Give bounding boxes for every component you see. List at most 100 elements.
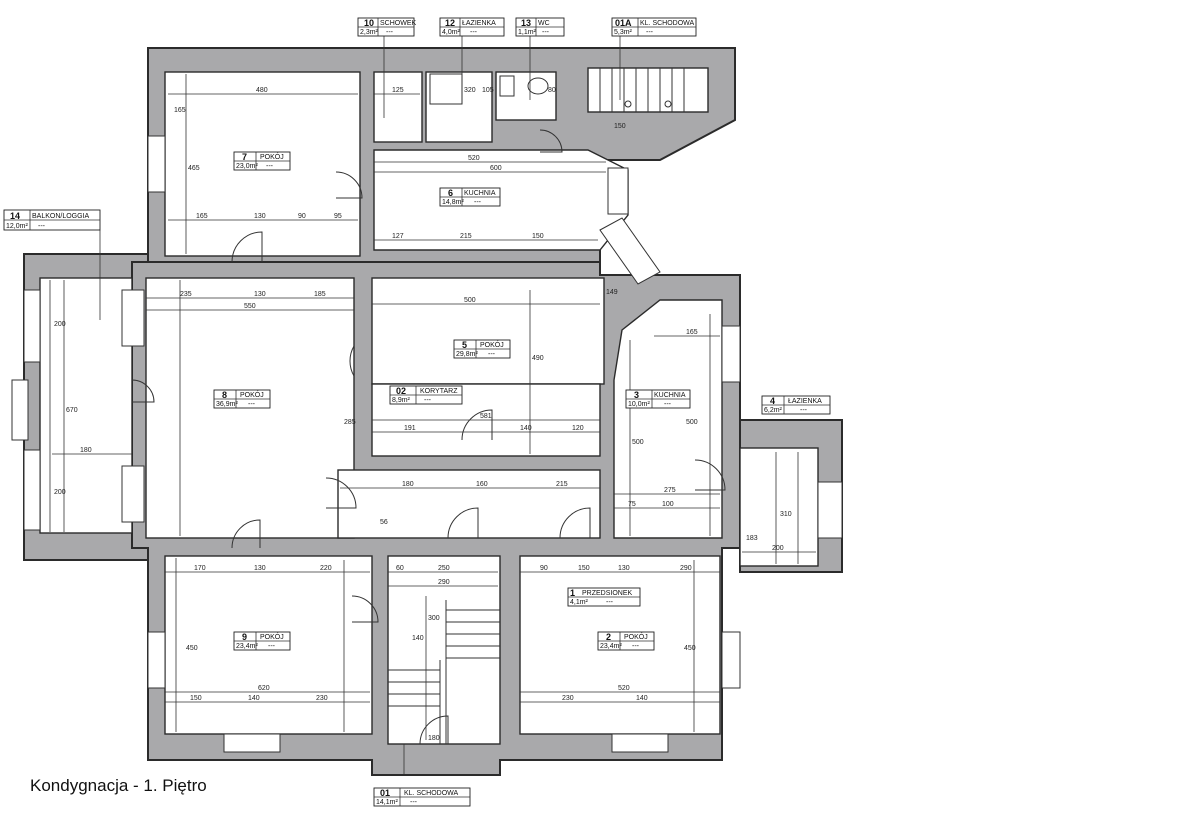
dim-500c: 500 — [686, 419, 698, 426]
window-bath4 — [817, 481, 843, 539]
room-label-14: 14 BALKON/LOGGIA 12,0m² --- — [3, 209, 101, 231]
svg-text:7: 7 — [242, 152, 247, 162]
svg-text:6: 6 — [448, 188, 453, 198]
dim-230a: 230 — [316, 695, 328, 702]
room-label-6: 6 KUCHNIA 14,8m² --- — [439, 187, 501, 207]
svg-text:2: 2 — [606, 632, 611, 642]
svg-text:KUCHNIA: KUCHNIA — [464, 190, 496, 197]
dim-130c: 130 — [254, 565, 266, 572]
fixtures — [429, 73, 549, 105]
room-label-01: 01 KL. SCHODOWA 14,1m² --- — [373, 787, 471, 807]
svg-text:14,1m²: 14,1m² — [376, 799, 398, 806]
dim-56: 56 — [380, 519, 388, 526]
svg-text:8,9m²: 8,9m² — [392, 397, 411, 404]
dim-120: 120 — [572, 425, 584, 432]
dim-180a: 180 — [402, 481, 414, 488]
door-room7 — [231, 231, 263, 263]
svg-text:02: 02 — [396, 386, 406, 396]
door-stair01 — [419, 715, 449, 745]
window-balcony-left-3 — [23, 449, 41, 531]
dim-310: 310 — [780, 511, 792, 518]
dim-90b: 90 — [540, 565, 548, 572]
dim-550: 550 — [244, 303, 256, 310]
dim-130a: 130 — [254, 213, 266, 220]
door-room9 — [351, 595, 379, 623]
svg-text:KORYTARZ: KORYTARZ — [420, 388, 458, 395]
window-bay-diag — [599, 217, 661, 285]
door-przedsionek — [559, 507, 591, 539]
dim-450a: 450 — [186, 645, 198, 652]
svg-text:---: --- — [248, 401, 256, 408]
svg-text:---: --- — [424, 397, 432, 404]
svg-text:23,4m²: 23,4m² — [600, 643, 622, 650]
dim-500b: 500 — [632, 439, 644, 446]
dim-160: 160 — [476, 481, 488, 488]
dim-90: 90 — [298, 213, 306, 220]
dim-185: 185 — [314, 291, 326, 298]
room-label-2: 2 POKÓJ 23,4m² --- — [597, 631, 655, 651]
floor-kitchen-3 — [613, 299, 723, 539]
room-label-4: 4 ŁAZIENKA 6,2m² --- — [761, 395, 831, 415]
floor-kitchen-6 — [373, 149, 629, 251]
window-room2-right — [721, 631, 741, 689]
stairs — [388, 68, 685, 744]
svg-text:1: 1 — [570, 588, 575, 598]
svg-text:SCHOWEK: SCHOWEK — [380, 20, 417, 27]
svg-text:---: --- — [268, 643, 276, 650]
dim-125: 125 — [392, 87, 404, 94]
sink-icon — [499, 75, 515, 97]
window-room9-bottom — [223, 733, 281, 753]
dim-60: 60 — [396, 565, 404, 572]
dim-215a: 215 — [460, 233, 472, 240]
svg-text:14: 14 — [10, 211, 20, 221]
doors — [131, 129, 726, 745]
svg-text:POKÓJ: POKÓJ — [260, 632, 284, 641]
dim-520b: 520 — [618, 685, 630, 692]
svg-text:---: --- — [800, 407, 808, 414]
room-label-10: 10 SCHOWEK 2,3m² --- — [357, 17, 417, 37]
svg-text:---: --- — [542, 29, 550, 36]
svg-text:2,3m²: 2,3m² — [360, 29, 379, 36]
dim-75: 75 — [628, 501, 636, 508]
dim-275: 275 — [664, 487, 676, 494]
windows — [11, 135, 843, 753]
svg-text:5: 5 — [462, 340, 467, 350]
svg-text:KL. SCHODOWA: KL. SCHODOWA — [640, 20, 695, 27]
dim-230b: 230 — [562, 695, 574, 702]
door-wc — [539, 129, 563, 153]
dim-300: 300 — [428, 615, 440, 622]
svg-text:5,3m²: 5,3m² — [614, 29, 633, 36]
window-kitchen6 — [607, 167, 629, 215]
svg-text:4,1m²: 4,1m² — [570, 599, 589, 606]
room-label-3: 3 KUCHNIA 10,0m² --- — [625, 389, 691, 409]
window-room7 — [147, 135, 166, 193]
svg-text:36,9m²: 36,9m² — [216, 401, 238, 408]
dim-235: 235 — [180, 291, 192, 298]
svg-text:14,8m²: 14,8m² — [442, 199, 464, 206]
dim-215b: 215 — [556, 481, 568, 488]
dim-191: 191 — [404, 425, 416, 432]
svg-text:---: --- — [606, 599, 614, 606]
dim-140b: 140 — [248, 695, 260, 702]
door-room8-bottom — [231, 519, 261, 549]
window-kitchen3 — [721, 325, 741, 383]
svg-text:BALKON/LOGGIA: BALKON/LOGGIA — [32, 213, 90, 220]
dim-150b: 150 — [532, 233, 544, 240]
dim-285: 285 — [344, 419, 356, 426]
dim-500a: 500 — [464, 297, 476, 304]
floor-room-5 — [371, 277, 605, 385]
svg-text:6,2m²: 6,2m² — [764, 407, 783, 414]
dim-140a: 140 — [520, 425, 532, 432]
svg-text:10: 10 — [364, 18, 374, 28]
door-balcony — [131, 379, 155, 403]
stair-01a-treads — [599, 68, 685, 112]
svg-text:12,0m²: 12,0m² — [6, 223, 28, 230]
floor-hall — [337, 469, 601, 539]
dim-200a: 200 — [772, 545, 784, 552]
dim-200b: 200 — [54, 321, 66, 328]
svg-text:9: 9 — [242, 632, 247, 642]
stair-01-treads — [388, 600, 500, 744]
svg-text:PRZEDSIONEK: PRZEDSIONEK — [582, 590, 633, 597]
svg-text:---: --- — [470, 29, 478, 36]
